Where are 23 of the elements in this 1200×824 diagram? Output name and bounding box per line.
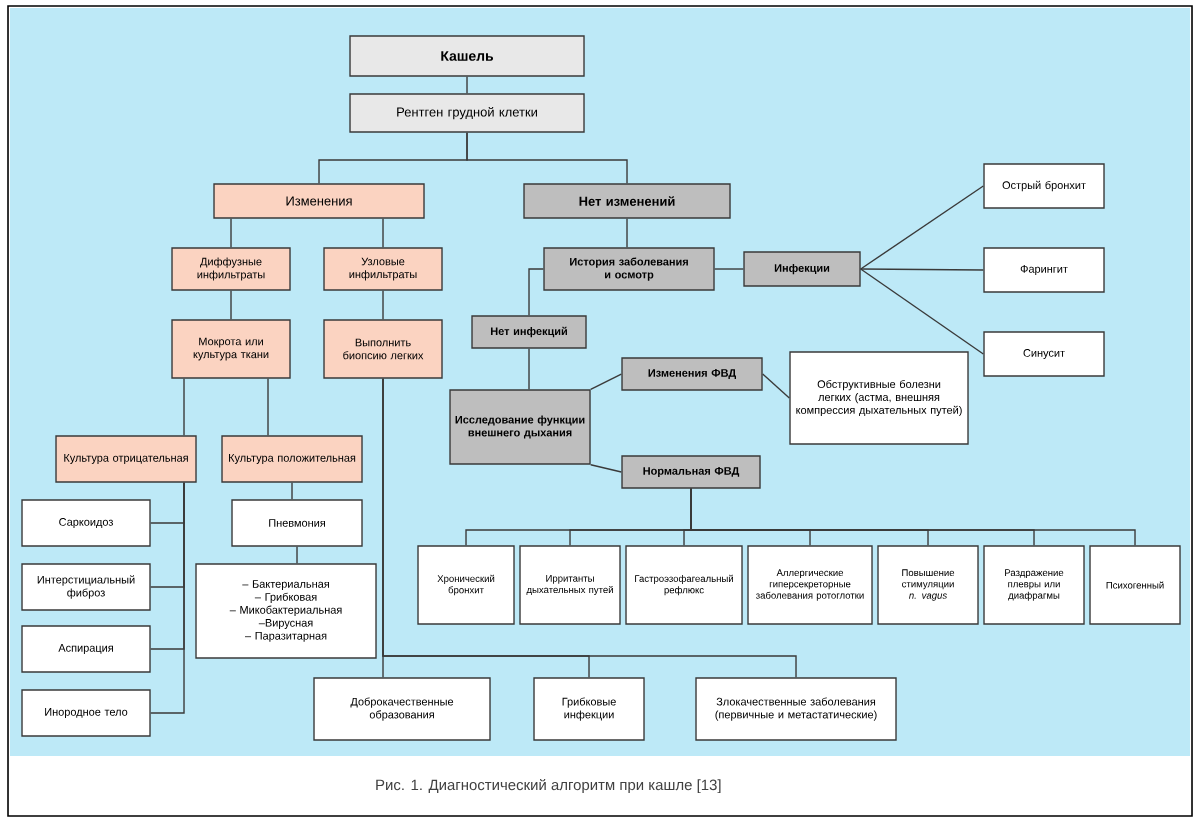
connector-line [183, 378, 185, 436]
connector-line [466, 76, 468, 94]
connector-line [382, 290, 384, 320]
connector-line [230, 290, 232, 320]
connector-line [528, 348, 530, 390]
connector-line [230, 218, 232, 248]
connector-line [267, 378, 269, 436]
connector-line [714, 268, 744, 270]
connector-line [590, 373, 622, 390]
connector-line [860, 268, 984, 271]
connector-line [466, 132, 628, 184]
connector-line [860, 185, 984, 270]
connector-line [528, 268, 544, 316]
connector-line [626, 218, 628, 248]
connector-line [590, 464, 622, 473]
connector-line [690, 488, 1136, 546]
connector-line [762, 373, 790, 399]
connector-line [860, 268, 984, 355]
connector-line [291, 482, 293, 500]
connector-line [296, 546, 298, 564]
connector-line [382, 218, 384, 248]
connector-line [382, 378, 797, 678]
connector-line [150, 482, 185, 714]
